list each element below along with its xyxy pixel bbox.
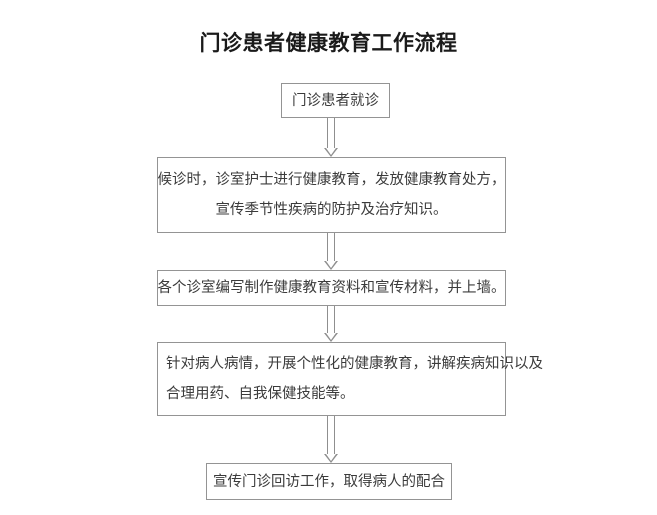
page-title: 门诊患者健康教育工作流程 bbox=[199, 31, 458, 55]
arrow-shaft bbox=[327, 233, 335, 261]
arrow-shaft bbox=[327, 416, 335, 454]
flow-node-outpatient-visit[interactable]: 门诊患者就诊 bbox=[281, 83, 390, 118]
flow-node-text-line: 宣传门诊回访工作，取得病人的配合 bbox=[213, 473, 445, 490]
down-block-arrow-icon bbox=[324, 306, 338, 342]
flow-node-text-line: 合理用药、自我保健技能等。 bbox=[166, 386, 355, 402]
flow-node-nurse-education[interactable]: 候诊时，诊室护士进行健康教育，发放健康教育处方， 宣传季节性疾病的防护及治疗知识… bbox=[157, 157, 506, 233]
down-block-arrow-icon bbox=[324, 118, 338, 157]
flow-node-text-line: 候诊时，诊室护士进行健康教育，发放健康教育处方， bbox=[157, 172, 506, 188]
down-block-arrow-icon bbox=[324, 233, 338, 270]
arrow-shaft bbox=[327, 306, 335, 333]
flow-node-text-line: 宣传季节性疾病的防护及治疗知识。 bbox=[215, 202, 448, 218]
arrow-head-fill bbox=[325, 333, 336, 340]
flow-node-text-line: 各个诊室编写制作健康教育资料和宣传材料，并上墙。 bbox=[157, 280, 506, 296]
flow-node-text-line: 针对病人病情，开展个性化的健康教育，讲解疾病知识以及 bbox=[166, 356, 543, 372]
flow-node-followup-publicity[interactable]: 宣传门诊回访工作，取得病人的配合 bbox=[206, 463, 452, 500]
flow-node-text-line: 门诊患者就诊 bbox=[292, 92, 379, 109]
arrow-head-fill bbox=[325, 148, 336, 155]
arrow-shaft bbox=[327, 118, 335, 148]
down-block-arrow-icon bbox=[324, 416, 338, 463]
flow-node-personalized-education[interactable]: 针对病人病情，开展个性化的健康教育，讲解疾病知识以及 合理用药、自我保健技能等。 bbox=[157, 342, 543, 416]
flow-node-materials-production[interactable]: 各个诊室编写制作健康教育资料和宣传材料，并上墙。 bbox=[157, 270, 506, 306]
arrow-head-fill bbox=[325, 261, 336, 268]
arrow-head-fill bbox=[325, 454, 336, 461]
